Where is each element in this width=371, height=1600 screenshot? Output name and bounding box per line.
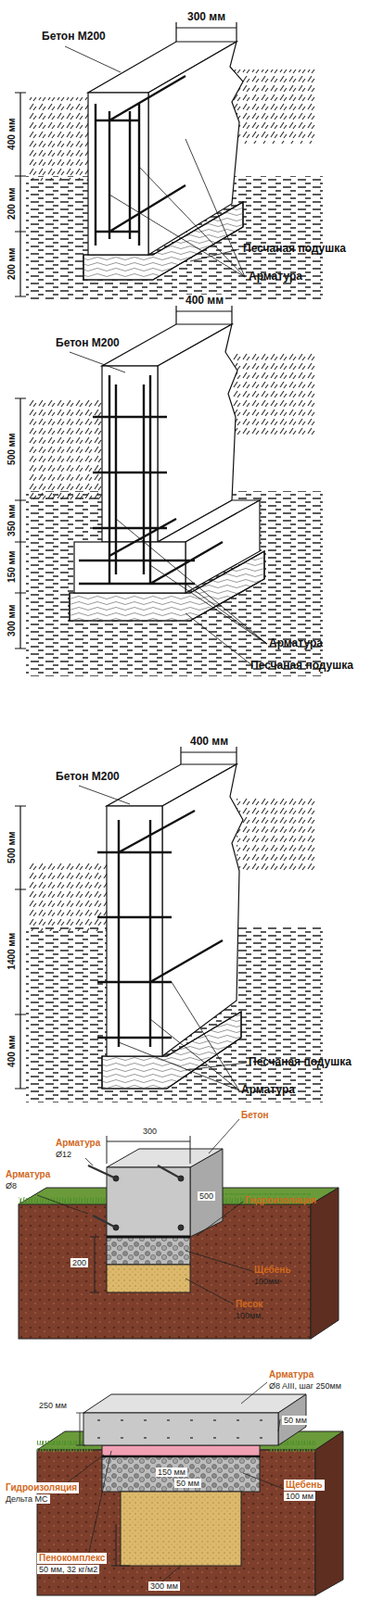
dimension-label: Бетон М200 (41, 30, 106, 44)
dimension-label: 500 мм (6, 831, 18, 866)
dimension-label: 400 мм (6, 117, 18, 152)
part-label: Арматура (5, 1170, 51, 1182)
value-label: Дельта МС (3, 1496, 51, 1506)
value-label: 100мм (235, 1312, 261, 1322)
dimension-label: Бетон М200 (55, 337, 120, 351)
value-label: 300 мм (148, 1583, 180, 1593)
part-label: Пенокомплекс (37, 1554, 107, 1566)
value-label: Ø8 AIII, шаг 250мм (268, 1382, 342, 1393)
dimension-label: 400 мм (188, 736, 231, 750)
part-label: Песок (235, 1300, 263, 1312)
dimension-label: Арматура (241, 1085, 295, 1099)
foundation-section-4 (18, 1120, 339, 1341)
part-label: Гидроизоляция (3, 1484, 79, 1496)
part-label: Бетон (241, 1111, 269, 1123)
value-label: 300 (140, 1127, 159, 1138)
value-label: 250 мм (37, 1402, 69, 1412)
dimension-label: Песчаная подушка (250, 660, 354, 674)
strip-foundation-1 (14, 22, 323, 302)
value-label: 50 мм, 32 кг/м2 (37, 1566, 100, 1576)
part-label: Арматура (55, 1138, 101, 1151)
value-label: Ø12 (55, 1151, 72, 1161)
dimension-label: 350 мм (6, 504, 18, 538)
dimension-label: Арматура (248, 270, 303, 284)
strip-foundation-2 (14, 306, 323, 678)
foundation-section-5 (37, 1383, 344, 1598)
dimension-label: 300 мм (6, 604, 18, 639)
strip-foundation-3 (14, 747, 323, 1104)
value-label: 100мм (254, 1278, 280, 1288)
part-label: Гидроизоляция (244, 1196, 317, 1208)
dimension-label: 400 мм (183, 294, 226, 308)
part-label: Щебень (254, 1266, 292, 1278)
dimension-label: 200 мм (6, 247, 18, 282)
value-label: 500 (197, 1192, 216, 1203)
value-label: 50 мм (174, 1480, 202, 1490)
dimension-label: 1400 мм (6, 933, 18, 973)
part-label: Щебень (283, 1481, 325, 1493)
dimension-label: 400 мм (6, 1036, 18, 1070)
value-label: Ø8 (5, 1182, 17, 1192)
value-label: 100 мм (283, 1493, 316, 1503)
part-label: Арматура (268, 1370, 314, 1382)
dimension-label: Песчаная подушка (243, 243, 346, 256)
dimension-label: Песчаная подушка (248, 1057, 352, 1071)
value-label: 150 мм (155, 1469, 188, 1479)
value-label: 50 мм (281, 1417, 309, 1427)
dimension-label: 150 мм (6, 550, 18, 585)
dimension-label: 200 мм (6, 187, 18, 221)
dimension-label: 300 мм (185, 11, 228, 25)
value-label: 200 (70, 1259, 89, 1269)
dimension-label: 500 мм (6, 433, 18, 467)
dimension-label: Арматура (268, 638, 323, 652)
dimension-label: Бетон М200 (55, 771, 120, 785)
